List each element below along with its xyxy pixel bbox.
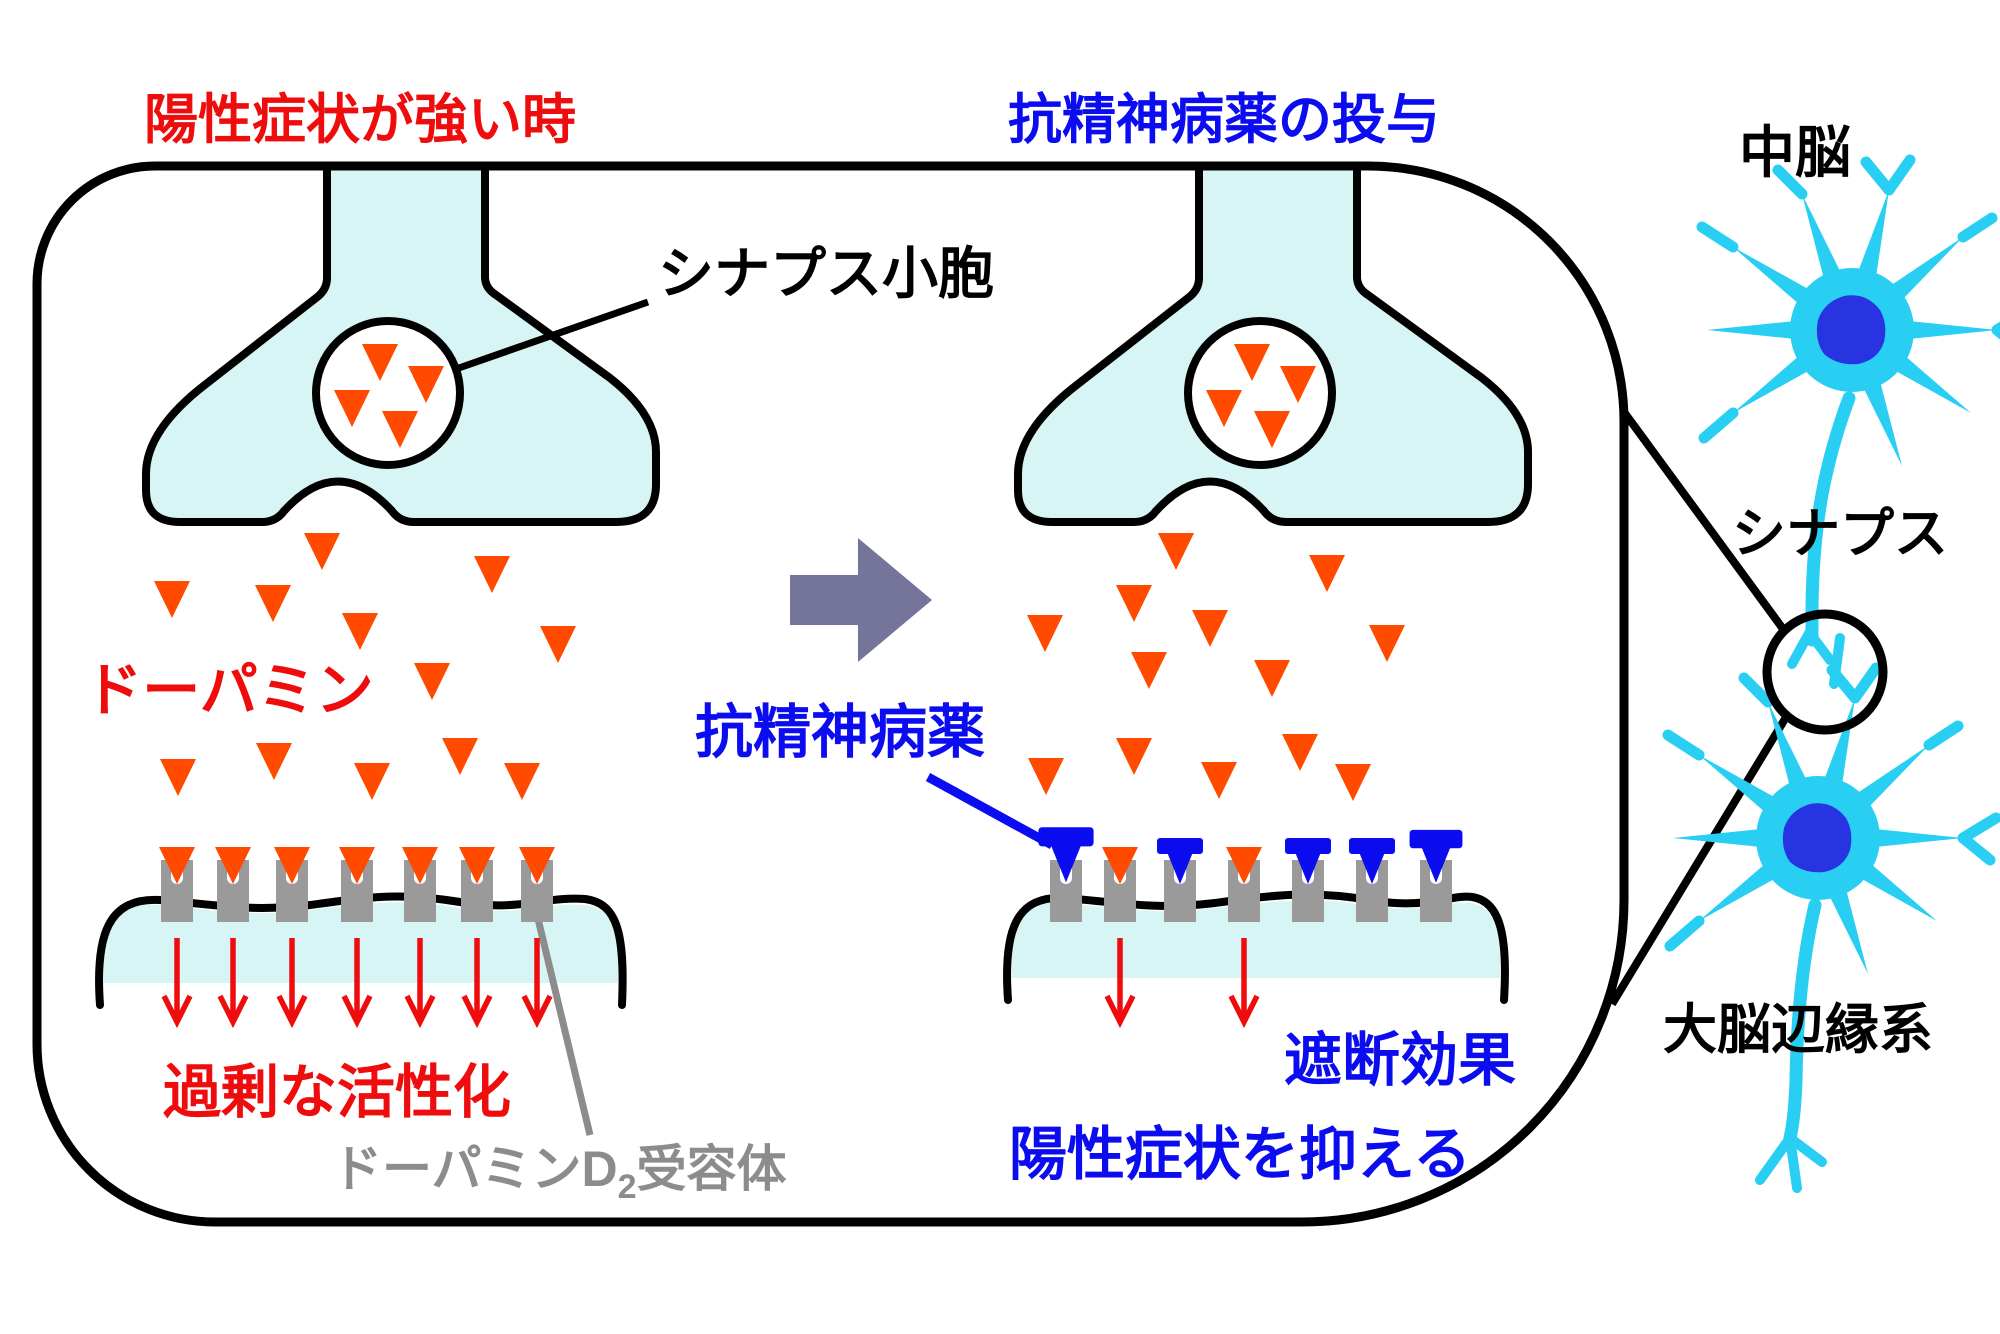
antipsychotic-blocker-icon [1157, 838, 1203, 884]
vesicle-label: シナプス小胞 [658, 242, 994, 305]
dopamine-triangle-icon [1335, 764, 1371, 801]
dopamine-triangle-icon [154, 581, 190, 618]
d2-receptor-label-sub: 2 [618, 1168, 637, 1206]
neuron-pathway-panel: 中脳 シナプス 大脳辺縁系 [1608, 121, 2000, 1193]
dopamine-triangle-icon [1201, 762, 1237, 799]
limbic-system-label: 大脳辺縁系 [1663, 1000, 1933, 1060]
magnifier-line-lower [1608, 711, 1792, 1007]
dopamine-triangle-icon [1192, 610, 1228, 647]
dopamine-triangle-icon [442, 738, 478, 775]
dopamine-triangles-floating [1027, 533, 1405, 801]
dopamine-triangle-icon [414, 663, 450, 700]
dopamine-triangle-icon [1116, 585, 1152, 622]
dopamine-triangle-icon [256, 743, 292, 780]
d2-receptor-label: ドーパミンD2受容体 [332, 1141, 787, 1206]
dopamine-triangle-icon [474, 556, 510, 593]
synapse-magnified-panel: シナプス小胞 ドーパミン [32, 161, 1629, 1227]
presynaptic-terminal-right [1018, 166, 1528, 522]
antipsychotic-blocker-icon [1349, 838, 1395, 884]
antipsychotic-pointer-line [925, 773, 1055, 849]
dopamine-triangle-icon [304, 533, 340, 570]
dopamine-triangle-icon [354, 763, 390, 800]
dopamine-triangle-icon [1027, 615, 1063, 652]
limbic-neuron [1668, 668, 1996, 974]
synapse-circle [1762, 609, 1888, 735]
receptor-pointer-line [529, 897, 594, 1136]
dopamine-triangle-icon [160, 759, 196, 796]
left-scene: ドーパミン [84, 533, 787, 1206]
postsynaptic-membrane-right [1003, 890, 1509, 1004]
antipsychotic-label: 抗精神病薬 [695, 700, 985, 765]
dopamine-triangle-icon [342, 613, 378, 650]
dopamine-triangle-icon [1158, 533, 1194, 570]
axon-upper [1805, 391, 1856, 647]
transition-arrow-icon [790, 538, 932, 662]
dopamine-triangle-icon [1028, 758, 1064, 795]
dopamine-label: ドーパミン [84, 658, 373, 723]
dopamine-triangle-icon [504, 763, 540, 800]
dopamine-triangle-icon [255, 585, 291, 622]
axon-lower [1783, 898, 1822, 1145]
presynaptic-terminal-left [146, 166, 656, 522]
magnifier-line-upper [1620, 409, 1790, 636]
dopamine-triangle-icon [1254, 660, 1290, 697]
suppress-symptoms-label: 陽性症状を抑える [1009, 1122, 1471, 1187]
dopamine-triangle-icon [1309, 555, 1345, 592]
left-panel-title: 陽性症状が強い時 [144, 90, 576, 150]
d2-receptor-label-suffix: 受容体 [637, 1141, 787, 1197]
axon-lower-terminal-branches [1755, 1133, 1827, 1193]
blocking-effect-label: 遮断効果 [1284, 1028, 1516, 1093]
dopamine-triangle-icon [1282, 734, 1318, 771]
dopamine-triangle-icon [540, 626, 576, 663]
vesicle-pointer-line [454, 298, 650, 373]
postsynaptic-membrane-left [95, 892, 627, 1009]
antipsychotic-blocker-icon [1038, 827, 1094, 883]
magnified-panel-border [32, 161, 1629, 1227]
dopamine-triangle-icon [1369, 625, 1405, 662]
right-panel-title: 抗精神病薬の投与 [1008, 90, 1440, 150]
synapse-label: シナプス [1732, 504, 1948, 564]
midbrain-label: 中脳 [1739, 121, 1851, 184]
d2-receptor-label-prefix: ドーパミンD [332, 1141, 618, 1197]
dopamine-triangle-icon [1116, 738, 1152, 775]
midbrain-neuron [1702, 160, 2000, 466]
right-scene: 抗精神病薬 [695, 533, 1516, 1187]
dopamine-triangle-icon [1131, 652, 1167, 689]
antipsychotic-blocker-icon [1409, 829, 1463, 883]
antipsychotic-blocker-icon [1285, 838, 1331, 884]
overactivation-label: 過剰な活性化 [163, 1060, 511, 1125]
